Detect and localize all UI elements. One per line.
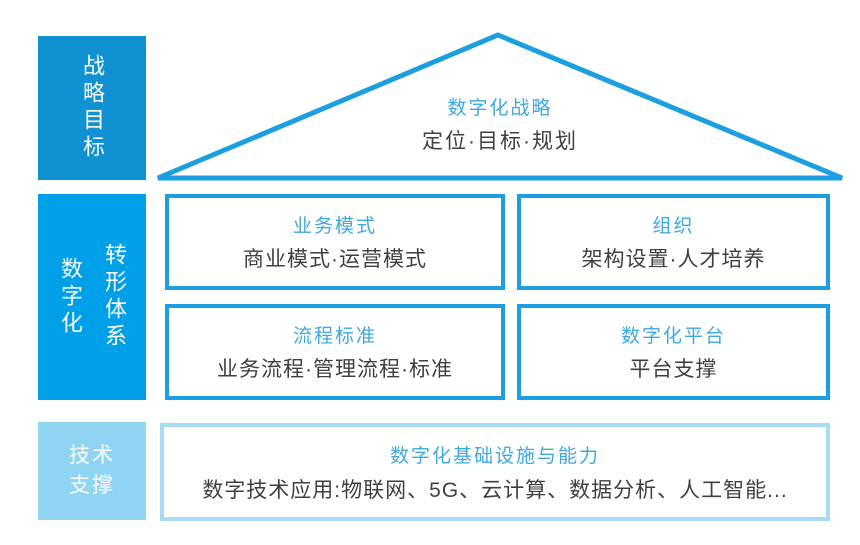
- cell-title: 业务模式: [292, 216, 377, 237]
- cell-title: 数字化平台: [620, 326, 726, 347]
- strategy-goal-box: 战略目标: [38, 36, 146, 180]
- transformation-grid: 业务模式 商业模式·运营模式 组织 架构设置·人才培养 流程标准 业务流程·管理…: [165, 194, 830, 400]
- cell-subtitle: 架构设置·人才培养: [581, 248, 766, 271]
- transformation-system-box: 数字化 转形体系: [38, 194, 146, 400]
- grid-cell-business-model: 业务模式 商业模式·运营模式: [165, 194, 505, 290]
- tech-support-label-line2: 支撑: [69, 474, 115, 497]
- system-label-transformation: 转形体系: [102, 243, 127, 351]
- strategy-goal-label: 战略目标: [80, 54, 105, 162]
- roof-title: 数字化战略: [447, 98, 553, 119]
- grid-cell-organization: 组织 架构设置·人才培养: [517, 194, 830, 290]
- grid-cell-process-standard: 流程标准 业务流程·管理流程·标准: [165, 304, 505, 400]
- tech-support-box: 技术 支撑: [38, 422, 146, 520]
- cell-title: 流程标准: [292, 326, 377, 347]
- foundation-title: 数字化基础设施与能力: [389, 445, 600, 467]
- roof-triangle-shape: [157, 32, 843, 181]
- grid-cell-digital-platform: 数字化平台 平台支撑: [517, 304, 830, 400]
- roof-text-block: 数字化战略 定位·目标·规划: [160, 93, 840, 155]
- cell-subtitle: 平台支撑: [629, 358, 718, 381]
- cell-subtitle: 业务流程·管理流程·标准: [217, 358, 453, 381]
- system-label-digitalization: 数字化: [58, 256, 83, 338]
- foundation-box: 数字化基础设施与能力 数字技术应用:物联网、5G、云计算、数据分析、人工智能..…: [160, 423, 830, 521]
- tech-support-label-line1: 技术: [69, 444, 115, 467]
- foundation-subtitle: 数字技术应用:物联网、5G、云计算、数据分析、人工智能...: [202, 478, 788, 502]
- cell-title: 组织: [652, 216, 695, 237]
- roof-outline: [157, 32, 843, 181]
- cell-subtitle: 商业模式·运营模式: [243, 248, 427, 271]
- roof-subtitle: 定位·目标·规划: [422, 130, 578, 153]
